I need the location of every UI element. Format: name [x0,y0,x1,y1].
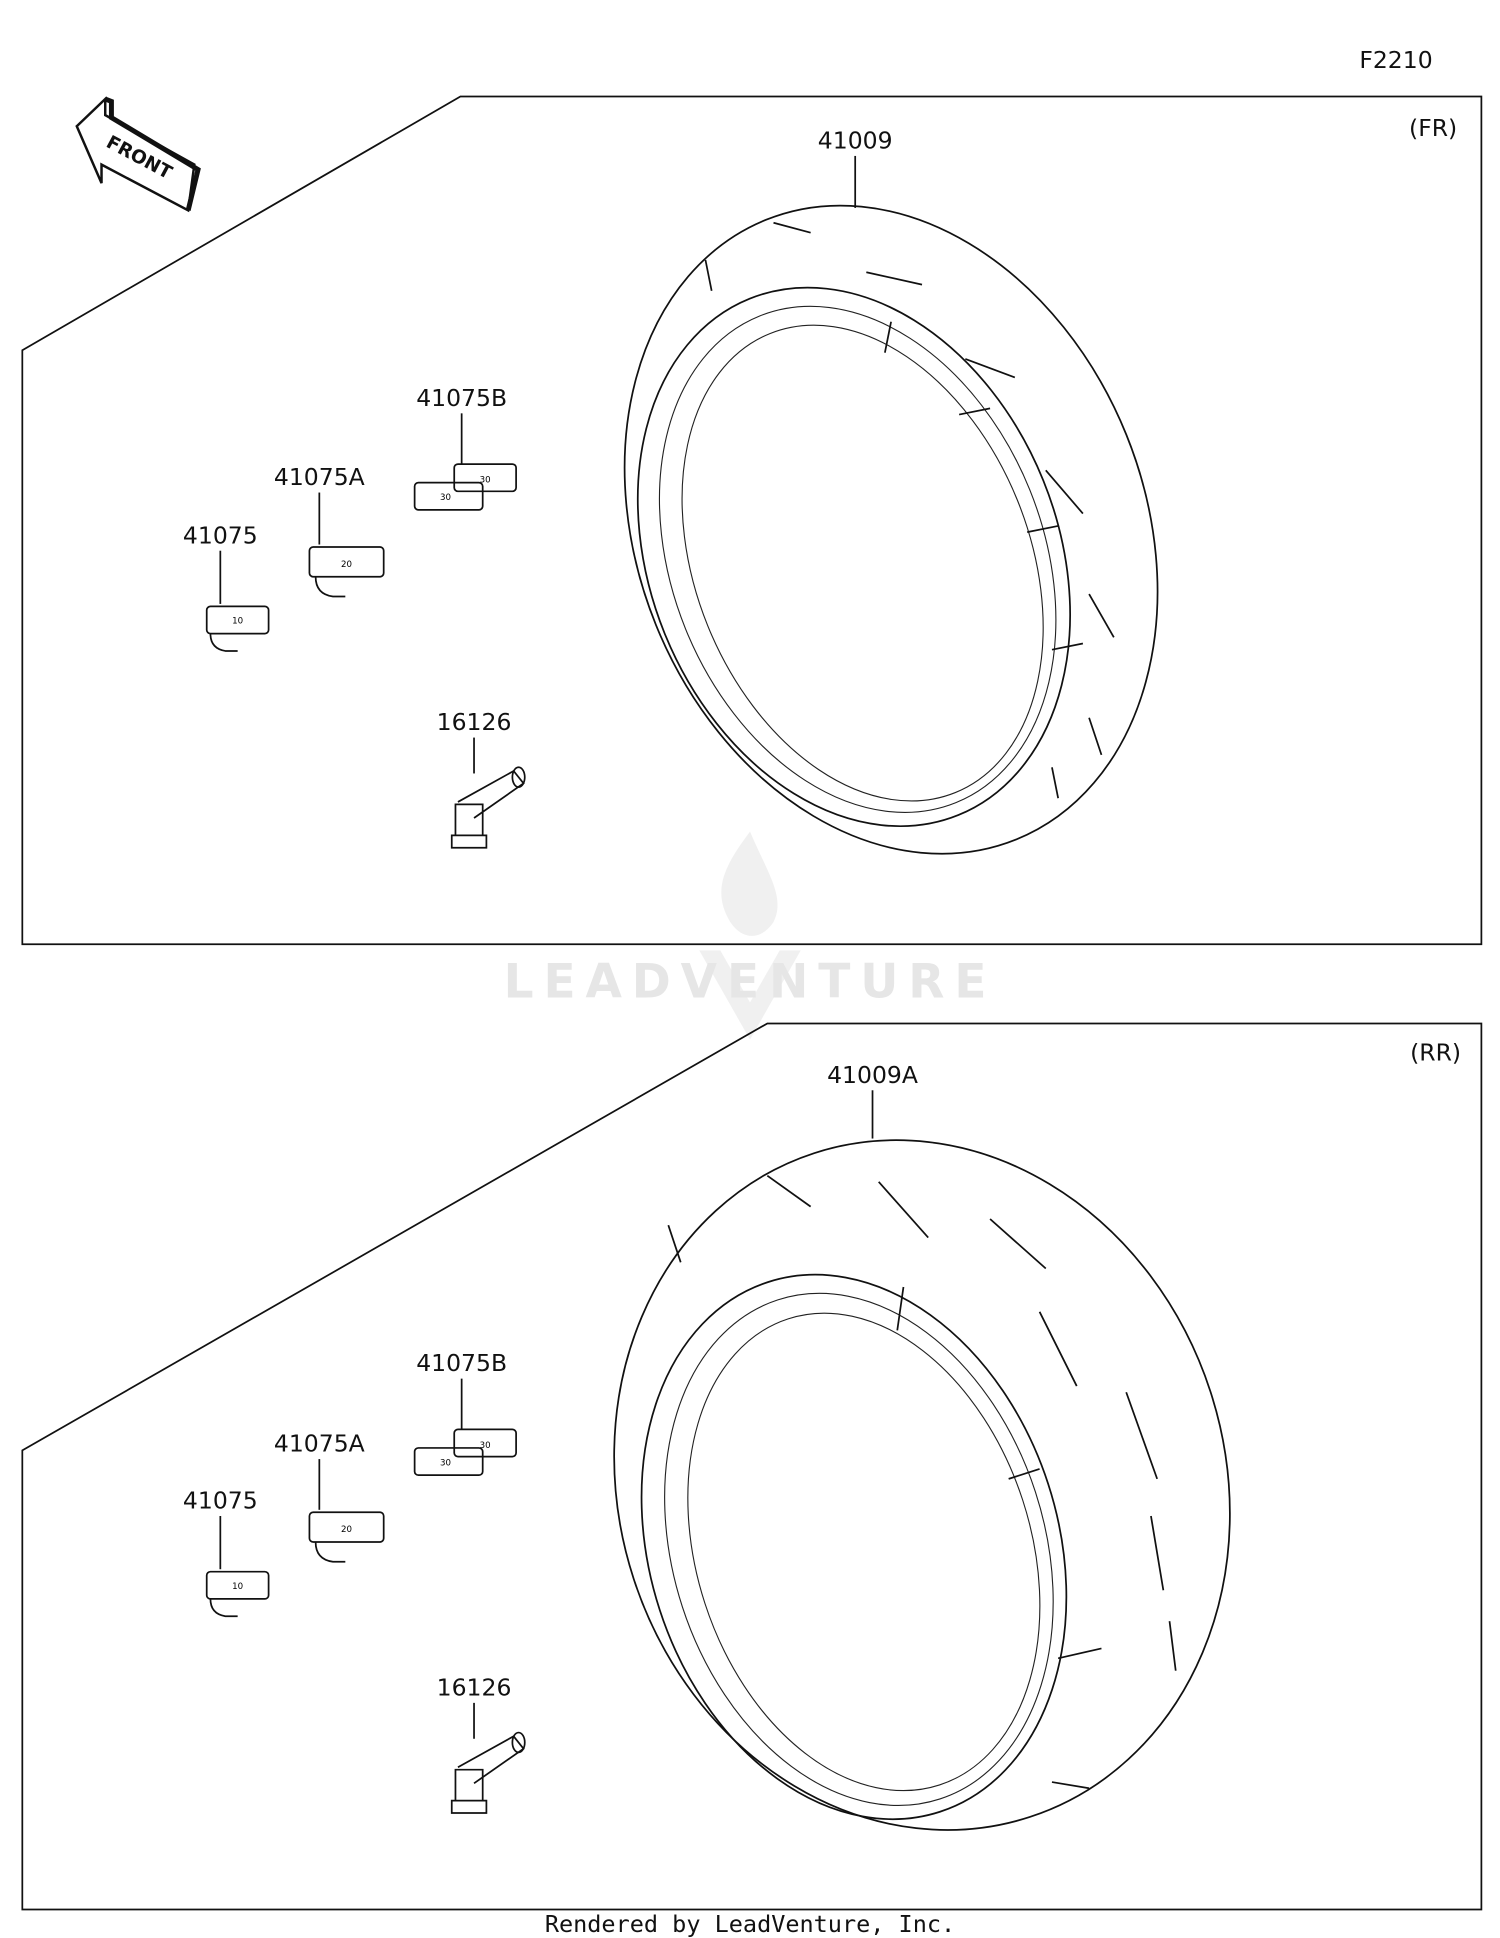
svg-text:10: 10 [232,1582,243,1592]
panel-tag: (RR) [1410,1039,1461,1067]
svg-text:20: 20 [341,1525,352,1535]
weight-41075: 41075 10 [183,1487,270,1618]
svg-text:10: 10 [232,617,243,627]
tire-part-number: 41009A [827,1061,918,1089]
weight-41075B: 41075B 30 30 [413,1349,517,1477]
svg-text:41075A: 41075A [274,1430,365,1458]
weight-41075A: 41075A 20 [274,463,385,598]
svg-text:16126: 16126 [437,1673,512,1701]
svg-text:30: 30 [440,1458,451,1468]
valve-16126: 16126 [437,708,526,849]
svg-text:30: 30 [480,476,491,486]
front-arrow-icon: FRONT [75,96,201,213]
watermark-logo [699,831,801,1040]
panel-tag: (FR) [1409,114,1457,142]
weight-41075A: 41075A 20 [274,1430,385,1563]
valve-16126: 16126 [437,1673,526,1814]
rear-panel: (RR) 41009A 41075B 30 30 41075A [21,1022,1483,1911]
weight-41075B: 41075B 30 30 [413,384,517,511]
watermark-text: LEADVENTURE [504,954,997,1009]
diagram-id: F2210 [1359,46,1432,74]
svg-text:41075: 41075 [183,521,258,549]
svg-text:30: 30 [440,493,451,503]
front-panel: (FR) 41009 41075B 30 30 41075A [21,95,1483,946]
svg-text:41075B: 41075B [416,384,507,412]
svg-text:41075B: 41075B [416,1349,507,1377]
svg-text:41075: 41075 [183,1487,258,1515]
tire-part-number: 41009 [818,127,893,155]
svg-text:30: 30 [480,1441,491,1451]
svg-text:41075A: 41075A [274,463,365,491]
svg-text:16126: 16126 [437,708,512,736]
weight-41075: 41075 10 [183,521,270,652]
svg-text:20: 20 [341,560,352,570]
footer-credit: Rendered by LeadVenture, Inc. [545,1910,955,1938]
rear-tire [613,1139,1231,1831]
front-tire [623,204,1159,855]
